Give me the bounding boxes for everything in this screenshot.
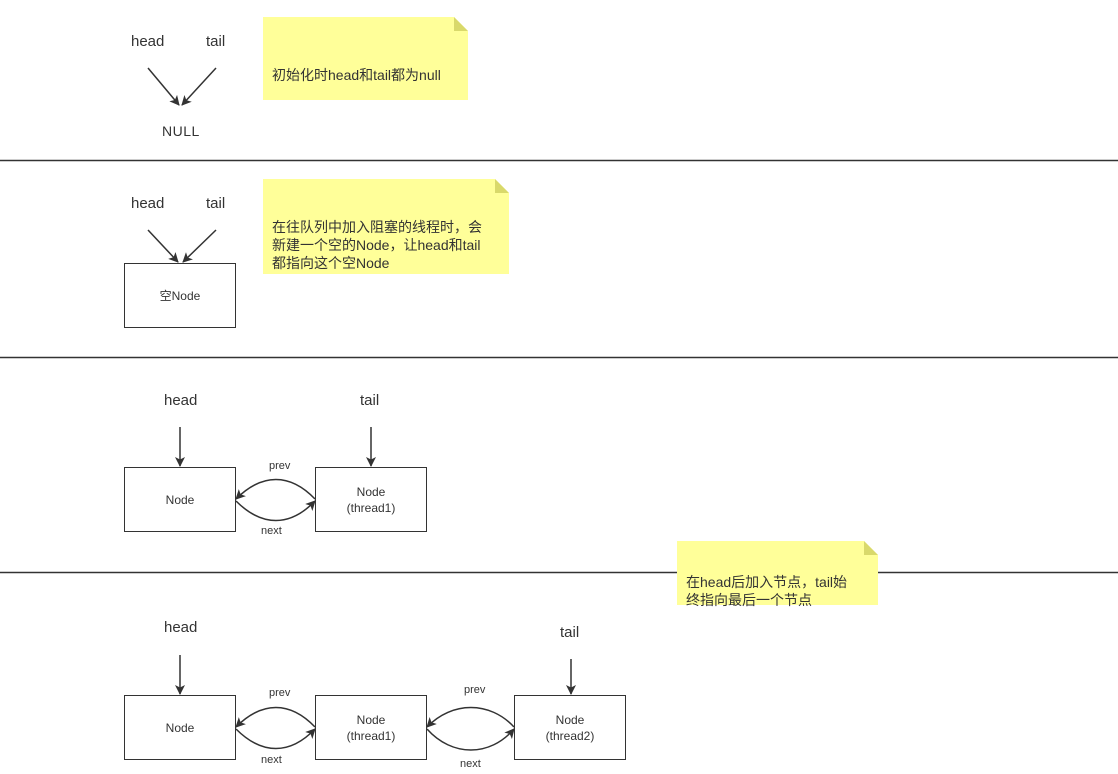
node-label: Node	[165, 492, 195, 507]
note-fold	[495, 179, 509, 193]
thread-label: (thread1)	[346, 728, 396, 743]
note-fold	[864, 541, 878, 555]
tail-label: tail	[206, 195, 226, 212]
prev-link-arrow	[235, 478, 316, 500]
null-label: NULL	[162, 123, 200, 139]
next-label: next	[460, 758, 481, 770]
head-pointer-arrow	[147, 67, 180, 106]
note-text: 在往队列中加入阻塞的线程时，会 新建一个空的Node，让head和tail 都指…	[272, 219, 482, 271]
prev-label: prev	[464, 684, 486, 696]
head-node-box: Node	[124, 695, 236, 760]
next-link-arrow	[426, 728, 515, 751]
tail-label: tail	[360, 392, 380, 409]
next-link-arrow	[235, 500, 316, 522]
prev-link-arrow	[426, 706, 515, 728]
tail-pointer-arrow	[182, 229, 217, 263]
sticky-note: 初始化时head和tail都为null	[263, 17, 468, 100]
tail-label: tail	[560, 624, 580, 641]
node-label: Node	[356, 484, 386, 499]
thread1-node-box: Node (thread1)	[315, 467, 427, 532]
node-label: Node	[165, 720, 195, 735]
tail-pointer-arrow	[181, 67, 217, 106]
sticky-note: 在head后加入节点，tail始 终指向最后一个节点	[677, 541, 878, 608]
node-label: Node	[555, 712, 585, 727]
head-node-box: Node	[124, 467, 236, 532]
head-label: head	[131, 195, 165, 212]
prev-link-arrow	[235, 706, 316, 728]
tail-label: tail	[206, 33, 226, 50]
node-label: Node	[356, 712, 386, 727]
thread2-node-box: Node (thread2)	[514, 695, 626, 760]
thread1-node-box: Node (thread1)	[315, 695, 427, 760]
prev-label: prev	[269, 687, 291, 699]
head-pointer-arrow	[147, 229, 179, 263]
prev-label: prev	[269, 460, 291, 472]
next-label: next	[261, 754, 282, 766]
note-fold	[454, 17, 468, 31]
head-label: head	[164, 392, 198, 409]
next-link-arrow	[235, 728, 316, 750]
empty-node-box: 空Node	[124, 263, 236, 328]
head-label: head	[131, 33, 165, 50]
head-label: head	[164, 619, 198, 636]
thread-label: (thread1)	[346, 500, 396, 515]
note-text: 在head后加入节点，tail始 终指向最后一个节点	[686, 574, 848, 608]
sticky-note: 在往队列中加入阻塞的线程时，会 新建一个空的Node，让head和tail 都指…	[263, 179, 509, 274]
thread-label: (thread2)	[545, 728, 595, 743]
note-text: 初始化时head和tail都为null	[272, 67, 441, 83]
empty-node-label: 空Node	[159, 288, 201, 303]
next-label: next	[261, 525, 282, 537]
